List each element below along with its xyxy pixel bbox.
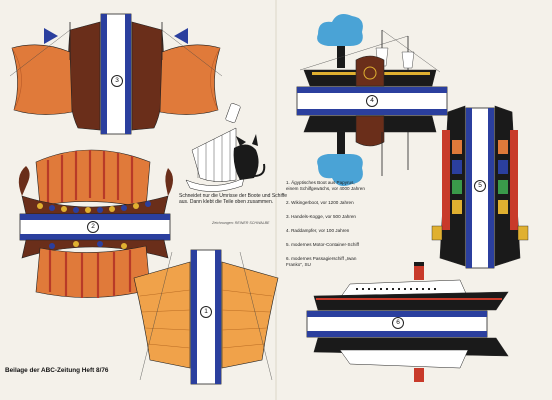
legend-item: 1. Ägyptisches Boot aus Papyrus, einem S…	[286, 180, 365, 191]
legend-item: 3. Handels-Kogge, vor 500 Jahren	[286, 213, 356, 219]
marker-part-2: 2	[87, 221, 99, 233]
legend-item: 5. modernes Motor-Container-Schiff	[286, 241, 359, 247]
assembly-sketch	[185, 103, 266, 192]
paddle-steamer-part-4	[296, 14, 448, 186]
passenger-ship-part-6	[306, 262, 509, 382]
marker-part-3: 3	[111, 75, 123, 87]
ship-legend: 1. Ägyptisches Boot aus Papyrus, einem S…	[286, 180, 366, 276]
viking-ship-part-2	[18, 149, 173, 298]
marker-part-4: 4	[366, 95, 378, 107]
kogge-part-3	[9, 13, 223, 135]
magazine-footer: Beilage der ABC-Zeitung Heft 8/76	[5, 367, 109, 374]
marker-part-5: 5	[474, 180, 486, 192]
legend-item: 6. modernes Passagierschiff „Iwan Franko…	[286, 256, 357, 267]
marker-part-1: 1	[200, 306, 212, 318]
illustration-credit: Zeichnungen: REINER SCHWALBE	[212, 221, 270, 225]
legend-item: 2. Wikingerboot, vor 1200 Jahren	[286, 199, 354, 205]
legend-item: 4. Raddampfer, vor 100 Jahren	[286, 227, 350, 233]
marker-part-6: 6	[392, 317, 404, 329]
assembly-instructions: Schneidet nur die Umrisse der Boote und …	[179, 193, 288, 205]
